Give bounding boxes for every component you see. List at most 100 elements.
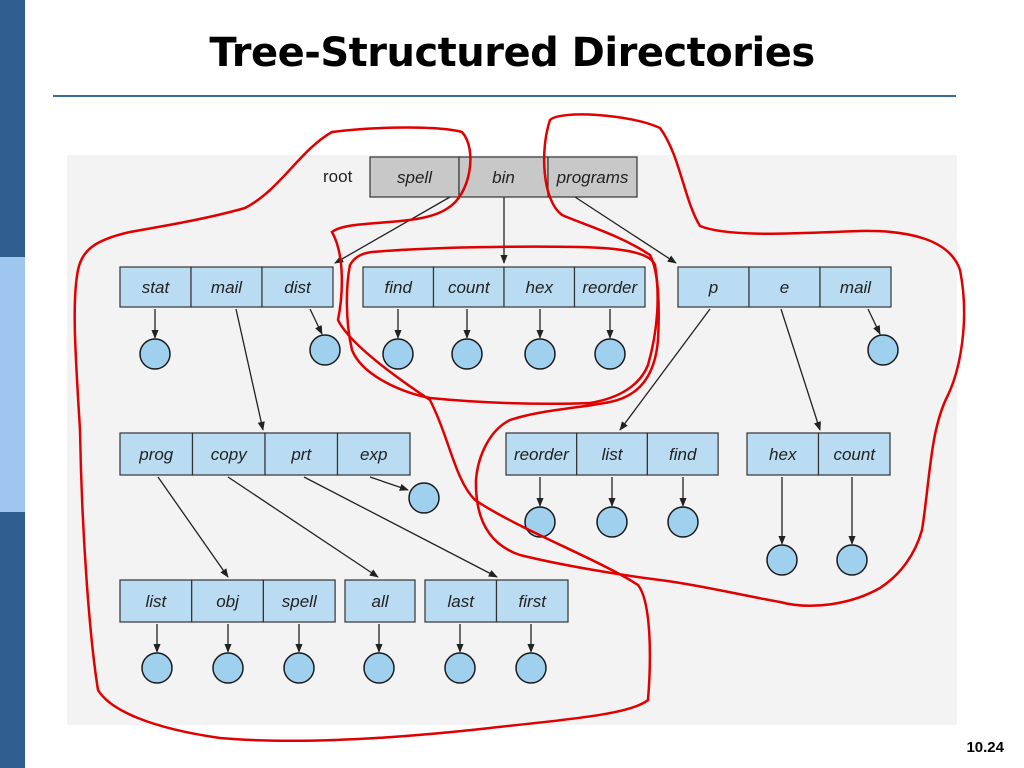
dir-entry-label: all — [371, 592, 389, 611]
dir-entry-label: programs — [556, 168, 629, 187]
dir-entry-label: exp — [360, 445, 387, 464]
file-node — [382, 338, 414, 370]
root-label: root — [323, 167, 353, 186]
dir-entry-label: spell — [282, 592, 318, 611]
dir-spell: stat mail dist — [119, 266, 334, 308]
slide-number: 10.24 — [966, 739, 1004, 756]
file-node — [596, 506, 628, 538]
dir-entry-box — [819, 266, 892, 308]
file-node — [139, 338, 171, 370]
tree-edge — [309, 308, 323, 335]
dir-entry-label: list — [145, 592, 167, 611]
file-node — [309, 334, 341, 366]
file-node — [524, 338, 556, 370]
dir-entry-label: prt — [290, 445, 312, 464]
tree-edge — [303, 476, 498, 578]
dir-prt: last first — [424, 579, 569, 623]
dir-entry-label: dist — [284, 278, 312, 297]
title-divider — [53, 95, 956, 97]
file-node — [867, 334, 899, 366]
dir-entry-box — [746, 432, 820, 476]
dir-entry-box — [344, 579, 416, 623]
dir-entry-box — [458, 156, 549, 198]
dir-entry-label: count — [448, 278, 491, 297]
dir-entry-box — [505, 432, 578, 476]
dir-entry-label: reorder — [582, 278, 638, 297]
dir-entry-label: mail — [840, 278, 872, 297]
file-node — [363, 652, 395, 684]
dir-copy: all — [344, 579, 416, 623]
file-node — [444, 652, 476, 684]
dir-entry-label: copy — [211, 445, 248, 464]
dir-entry-label: p — [708, 278, 718, 297]
dir-entry-label: bin — [492, 168, 515, 187]
file-node — [667, 506, 699, 538]
dir-entry-label: count — [833, 445, 876, 464]
dir-entry-box — [262, 579, 336, 623]
dir-entry-label: spell — [397, 168, 433, 187]
file-node — [408, 482, 440, 514]
tree-edge — [157, 476, 229, 578]
dir-entry-box — [646, 432, 719, 476]
dir-entry-label: find — [669, 445, 697, 464]
tree-edges — [151, 196, 881, 653]
tree-edge — [867, 308, 881, 335]
tree-edge — [780, 308, 821, 431]
dir-entry-label: e — [780, 278, 789, 297]
highlight-outlines — [73, 113, 966, 743]
tree-edge — [574, 196, 677, 264]
file-node — [141, 652, 173, 684]
dir-p: reorder list find — [505, 432, 719, 476]
file-node — [515, 652, 547, 684]
file-node — [283, 652, 315, 684]
dir-entry-label: first — [519, 592, 548, 611]
red-outline-bin — [345, 245, 659, 406]
red-outline-programs — [474, 113, 966, 607]
file-nodes — [139, 334, 899, 684]
dir-entry-box — [817, 432, 891, 476]
dir-programs: p e mail — [677, 266, 892, 308]
dir-entry-box — [576, 432, 649, 476]
tree-edge — [619, 308, 711, 431]
dir-entry-label: prog — [138, 445, 174, 464]
tree-edge — [369, 476, 409, 491]
dir-entry-box — [573, 266, 646, 308]
tree-edge — [235, 308, 265, 431]
dir-entry-box — [677, 266, 750, 308]
dir-entry-box — [261, 266, 334, 308]
dir-entry-box — [119, 579, 193, 623]
dir-entry-box — [424, 579, 498, 623]
dir-entry-label: obj — [216, 592, 240, 611]
slide-title: Tree-Structured Directories — [209, 30, 815, 76]
tree-edge — [334, 196, 451, 264]
dir-e: hex count — [746, 432, 891, 476]
dir-entry-box — [369, 156, 460, 198]
file-node — [766, 544, 798, 576]
red-outline-left — [73, 126, 652, 743]
dir-entry-box — [432, 266, 505, 308]
file-node — [524, 506, 556, 538]
dir-root: spell bin programs — [369, 156, 638, 198]
tree-edge — [227, 476, 379, 578]
dir-entry-label: last — [448, 592, 476, 611]
dir-entry-box — [191, 579, 264, 623]
dir-entry-box — [119, 266, 192, 308]
dir-entry-label: hex — [769, 445, 797, 464]
dir-entry-label: stat — [142, 278, 171, 297]
file-node — [594, 338, 626, 370]
dir-entry-box — [362, 266, 435, 308]
dir-entry-box — [190, 266, 263, 308]
left-sidebar-accent — [0, 257, 25, 512]
dir-entry-label: mail — [211, 278, 243, 297]
dir-entry-label: list — [602, 445, 624, 464]
dir-entry-box — [336, 432, 411, 476]
dir-entry-box — [547, 156, 638, 198]
dir-mail: prog copy prt exp — [119, 432, 411, 476]
dir-entry-label: reorder — [514, 445, 570, 464]
file-node — [212, 652, 244, 684]
dir-entry-label: find — [385, 278, 413, 297]
dir-entry-box — [495, 579, 569, 623]
